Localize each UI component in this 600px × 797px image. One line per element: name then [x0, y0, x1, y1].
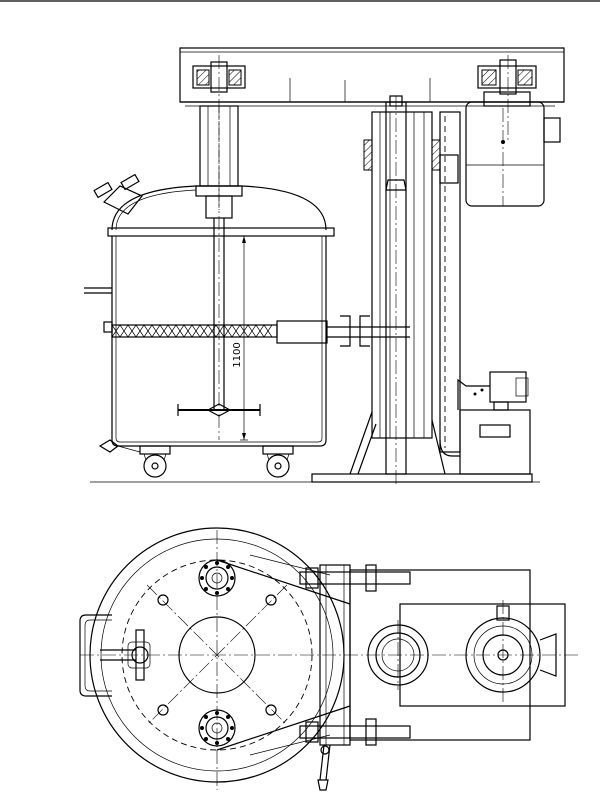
outlet-valve — [98, 439, 141, 453]
height-dimension-label: 1100 — [232, 342, 243, 367]
elevation-view: 1100 — [84, 47, 565, 486]
lifting-column — [363, 95, 461, 486]
manway-plan — [100, 629, 151, 681]
bolt-holes — [157, 594, 277, 716]
bearing-housing-right — [477, 55, 537, 140]
side-handle — [79, 614, 112, 697]
top-crossbeam — [179, 47, 565, 107]
nozzle-flange-bottom — [198, 709, 236, 747]
caster-left — [139, 445, 171, 478]
plan-view — [79, 527, 580, 791]
height-dimension: 1100 — [232, 235, 248, 441]
tank-body — [84, 185, 335, 447]
impeller — [177, 403, 261, 417]
drive-motor — [465, 91, 561, 207]
column-plan — [367, 620, 429, 690]
manway-hatch — [93, 173, 143, 215]
clamp-rod-bottom — [299, 718, 411, 746]
jacket-band — [111, 324, 278, 338]
agitator-shaft — [195, 105, 243, 440]
column-base — [311, 411, 533, 483]
column-base-plan — [349, 569, 566, 741]
clamp-rod-top — [299, 564, 411, 592]
caster-right — [262, 445, 294, 478]
hydraulic-unit — [439, 371, 531, 475]
lever-handle — [317, 744, 331, 791]
nozzle-flange-top — [198, 559, 236, 597]
motor-plan — [465, 600, 557, 705]
